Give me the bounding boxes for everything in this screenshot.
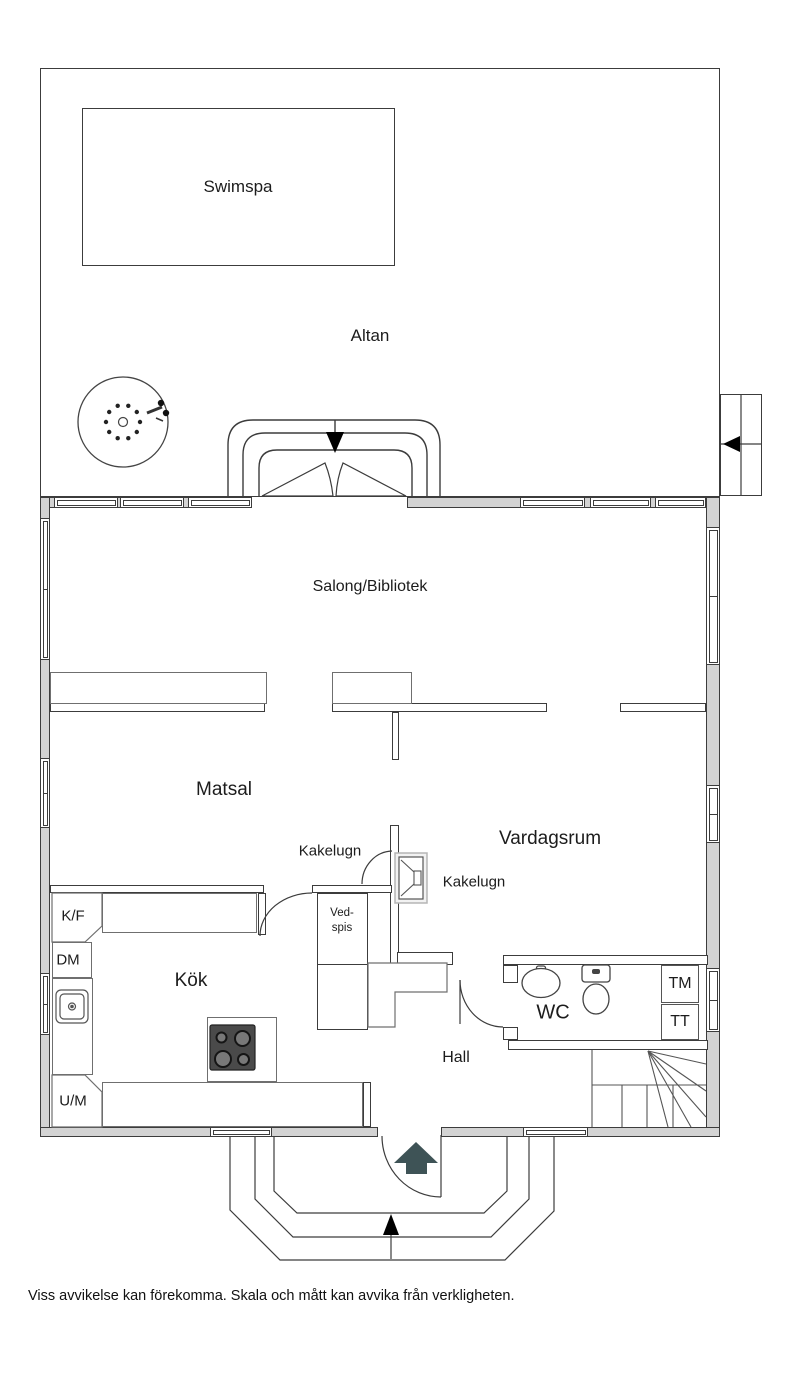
hall-label: Hall <box>442 1049 470 1066</box>
kakelugn-vardagsrum-label: Kakelugn <box>442 873 506 891</box>
iwall-wc-top <box>503 955 708 965</box>
altan-label: Altan <box>350 326 390 345</box>
vedspis-label-line1: Ved- <box>330 907 354 920</box>
porch-direction-arrow-icon <box>383 1214 399 1235</box>
iwall-wc-left-upper <box>503 965 518 983</box>
swimspa-box <box>82 108 395 266</box>
washing-machine-box <box>661 965 699 1003</box>
window-top-3 <box>188 497 252 508</box>
iwall-wc-bottom <box>508 1040 708 1050</box>
hall-counter <box>367 962 448 1028</box>
window-left-matsal <box>40 758 50 828</box>
window-top-2 <box>120 497 184 508</box>
window-top-1 <box>54 497 118 508</box>
window-right-vardagsrum <box>706 785 720 843</box>
iwall-kok-door-stub <box>258 893 266 935</box>
window-top-5 <box>590 497 651 508</box>
swimspa-label: Swimspa <box>203 177 273 196</box>
vedspis-shaft <box>317 893 368 1030</box>
um-label: U/M <box>59 1092 87 1110</box>
washing-machine-label: TM <box>668 975 692 992</box>
window-left-kok <box>40 973 50 1035</box>
front-porch <box>229 1137 555 1261</box>
vardagsrum-label: Vardagsrum <box>498 828 602 849</box>
kakelugn-stove-symbol <box>394 852 428 904</box>
toilet-icon <box>581 964 611 1015</box>
dryer-label: TT <box>670 1013 690 1030</box>
window-top-4 <box>520 497 585 508</box>
wall-bottom-left <box>40 1127 378 1137</box>
wc-label: WC <box>536 1001 570 1024</box>
window-bottom-2 <box>523 1127 588 1137</box>
iwall-salong-matsal-left <box>50 703 265 712</box>
front-door-arc <box>381 1135 442 1198</box>
iwall-kok-top <box>50 885 264 893</box>
window-right-salong <box>706 527 720 665</box>
washbasin-icon <box>521 965 561 999</box>
front-entrance-arrow-icon <box>394 1142 438 1174</box>
window-right-wc <box>706 968 720 1032</box>
vedspis-label-line2: spis <box>331 922 353 934</box>
window-top-6 <box>655 497 706 508</box>
iwall-wc-left-lower <box>503 1027 518 1040</box>
kok-label: Kök <box>174 970 208 991</box>
kok-counter-left <box>52 978 93 1075</box>
salong-sideboard <box>50 672 267 704</box>
iwall-hall-vardagsrum <box>397 952 453 965</box>
iwall-kok-hall <box>363 1082 371 1127</box>
iwall-salong-right <box>620 703 706 712</box>
vedspis-divider <box>318 964 367 965</box>
deck-steps <box>720 394 762 496</box>
matsal-label: Matsal <box>196 779 252 800</box>
salong-label: Salong/Bibliotek <box>312 578 428 595</box>
kok-peninsula <box>207 1017 277 1082</box>
iwall-kakelugn-vertical <box>390 825 399 965</box>
window-left-salong <box>40 518 50 660</box>
vedspis-label: Ved- spis <box>322 906 362 936</box>
door-arcs <box>259 850 504 1198</box>
kakelugn-matsal-label: Kakelugn <box>298 842 362 860</box>
fridge-freezer-label: K/F <box>61 907 85 925</box>
disclaimer-text: Viss avvikelse kan förekomma. Skala och … <box>28 1288 515 1304</box>
iwall-matsal-vardagsrum-stub <box>392 712 399 760</box>
wc-door-arc <box>459 979 504 1028</box>
kok-counter-bottom <box>102 1082 363 1127</box>
dishwasher-label: DM <box>56 951 80 969</box>
window-bottom-1 <box>210 1127 272 1137</box>
salong-cabinet <box>332 672 412 704</box>
iwall-vedspis-top <box>312 885 392 893</box>
iwall-salong-center <box>332 703 547 712</box>
kok-door-arc <box>259 892 313 937</box>
kok-counter-top <box>102 893 257 933</box>
dryer-box <box>661 1004 699 1040</box>
matsal-vardagsrum-door-arc <box>361 850 393 885</box>
stairs <box>591 1050 707 1128</box>
